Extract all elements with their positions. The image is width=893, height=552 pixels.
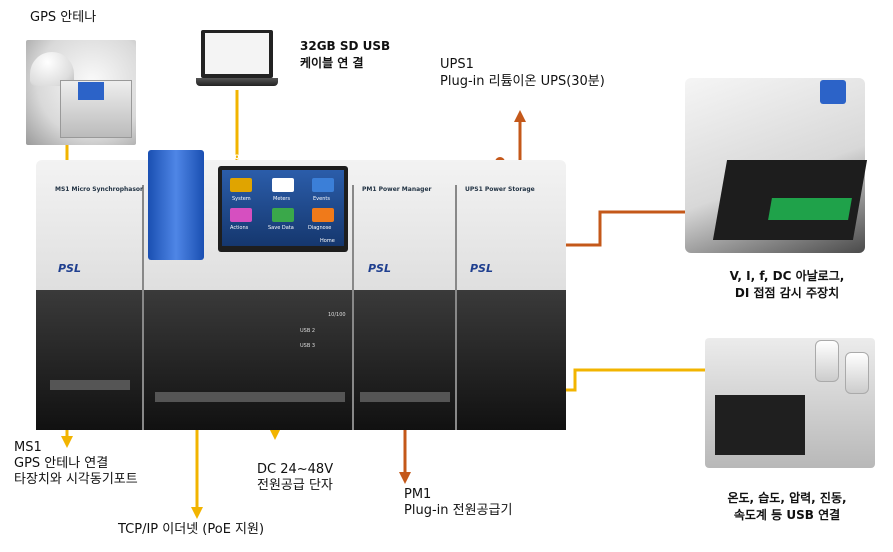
save-data-icon — [272, 208, 294, 222]
sensors-label-2: 속도계 등 USB 연결 — [733, 508, 841, 522]
module-divider — [142, 185, 144, 430]
sd-usb-label: 32GB SD USB — [300, 39, 391, 53]
system-icon — [230, 178, 252, 192]
ms1-ethernet-port — [50, 380, 130, 390]
terminal-block — [155, 392, 345, 402]
arrow-ups — [514, 110, 526, 122]
pm1-label-2: Plug-in 전원공급기 — [404, 503, 513, 518]
arrow-dc — [269, 428, 281, 440]
pm1-label: PM1 — [404, 487, 432, 502]
port-usb2-label: USB 2 — [300, 328, 316, 334]
tile-label-home: Home — [320, 238, 335, 244]
tile-label-system: System — [232, 196, 251, 202]
ups-label: UPS1 — [440, 57, 474, 72]
analyzer-terminal-section — [36, 290, 566, 430]
actions-icon — [230, 208, 252, 222]
arrow-ms1 — [61, 436, 73, 448]
module-divider — [352, 185, 354, 430]
sd-usb-label-2: 케이블 연 결 — [300, 56, 364, 70]
port-usb3-label: USB 3 — [300, 343, 316, 349]
meters-icon — [272, 178, 294, 192]
pqube-green-connector — [768, 198, 852, 220]
psl-logo: PSL — [368, 262, 391, 275]
module-main-title: PQube 3 AC Analyzer — [230, 154, 302, 161]
sd-card-cover — [148, 150, 204, 260]
analog-label: V, I, f, DC 아날로그, — [729, 269, 845, 283]
gps-module-cover — [78, 82, 104, 100]
dc-label: DC 24~48V — [257, 462, 334, 477]
dc-label-2: 전원공급 단자 — [257, 478, 333, 493]
module-ups1-title: UPS1 Power Storage — [465, 186, 535, 193]
laptop-display — [205, 33, 269, 74]
module-ms1-title: MS1 Micro Synchrophasor — [55, 186, 143, 193]
tcpip-label: TCP/IP 이더넷 (PoE 지원) — [118, 522, 265, 537]
sensor-module-ports — [715, 395, 805, 455]
pqube-sd-cover — [820, 80, 846, 104]
diagnose-icon — [312, 208, 334, 222]
events-icon — [312, 178, 334, 192]
ms1-label-3: 타장치와 시각동기포트 — [14, 472, 138, 487]
ms1-label-2: GPS 안테나 연결 — [14, 456, 109, 471]
gps-antenna-label: GPS 안테나 — [30, 10, 97, 25]
analog-label-2: DI 접점 감시 주장치 — [734, 286, 840, 300]
psl-logo: PSL — [470, 262, 493, 275]
tile-label-diagnose: Diagnose — [308, 225, 332, 231]
tile-label-meters: Meters — [273, 196, 291, 202]
module-divider — [455, 185, 457, 430]
sensor-probe — [815, 340, 839, 382]
port-eth-label: 10/100 — [328, 312, 346, 318]
module-pm1-title: PM1 Power Manager — [362, 186, 432, 193]
tile-label-events: Events — [313, 196, 330, 202]
ups-label-2: Plug-in 리튬이온 UPS(30분) — [440, 74, 605, 89]
sensor-probe — [845, 352, 869, 394]
pm1-terminal-block — [360, 392, 450, 402]
tile-label-save-data: Save Data — [268, 225, 294, 231]
sensors-label: 온도, 습도, 압력, 진동, — [727, 491, 847, 505]
laptop-base — [196, 78, 278, 86]
tile-label-actions: Actions — [230, 225, 249, 231]
arrow-tcpip — [191, 507, 203, 519]
line-ups-up — [500, 120, 522, 164]
ms1-label: MS1 — [14, 440, 42, 455]
arrow-pm1 — [399, 472, 411, 484]
psl-logo: PSL — [58, 262, 81, 275]
